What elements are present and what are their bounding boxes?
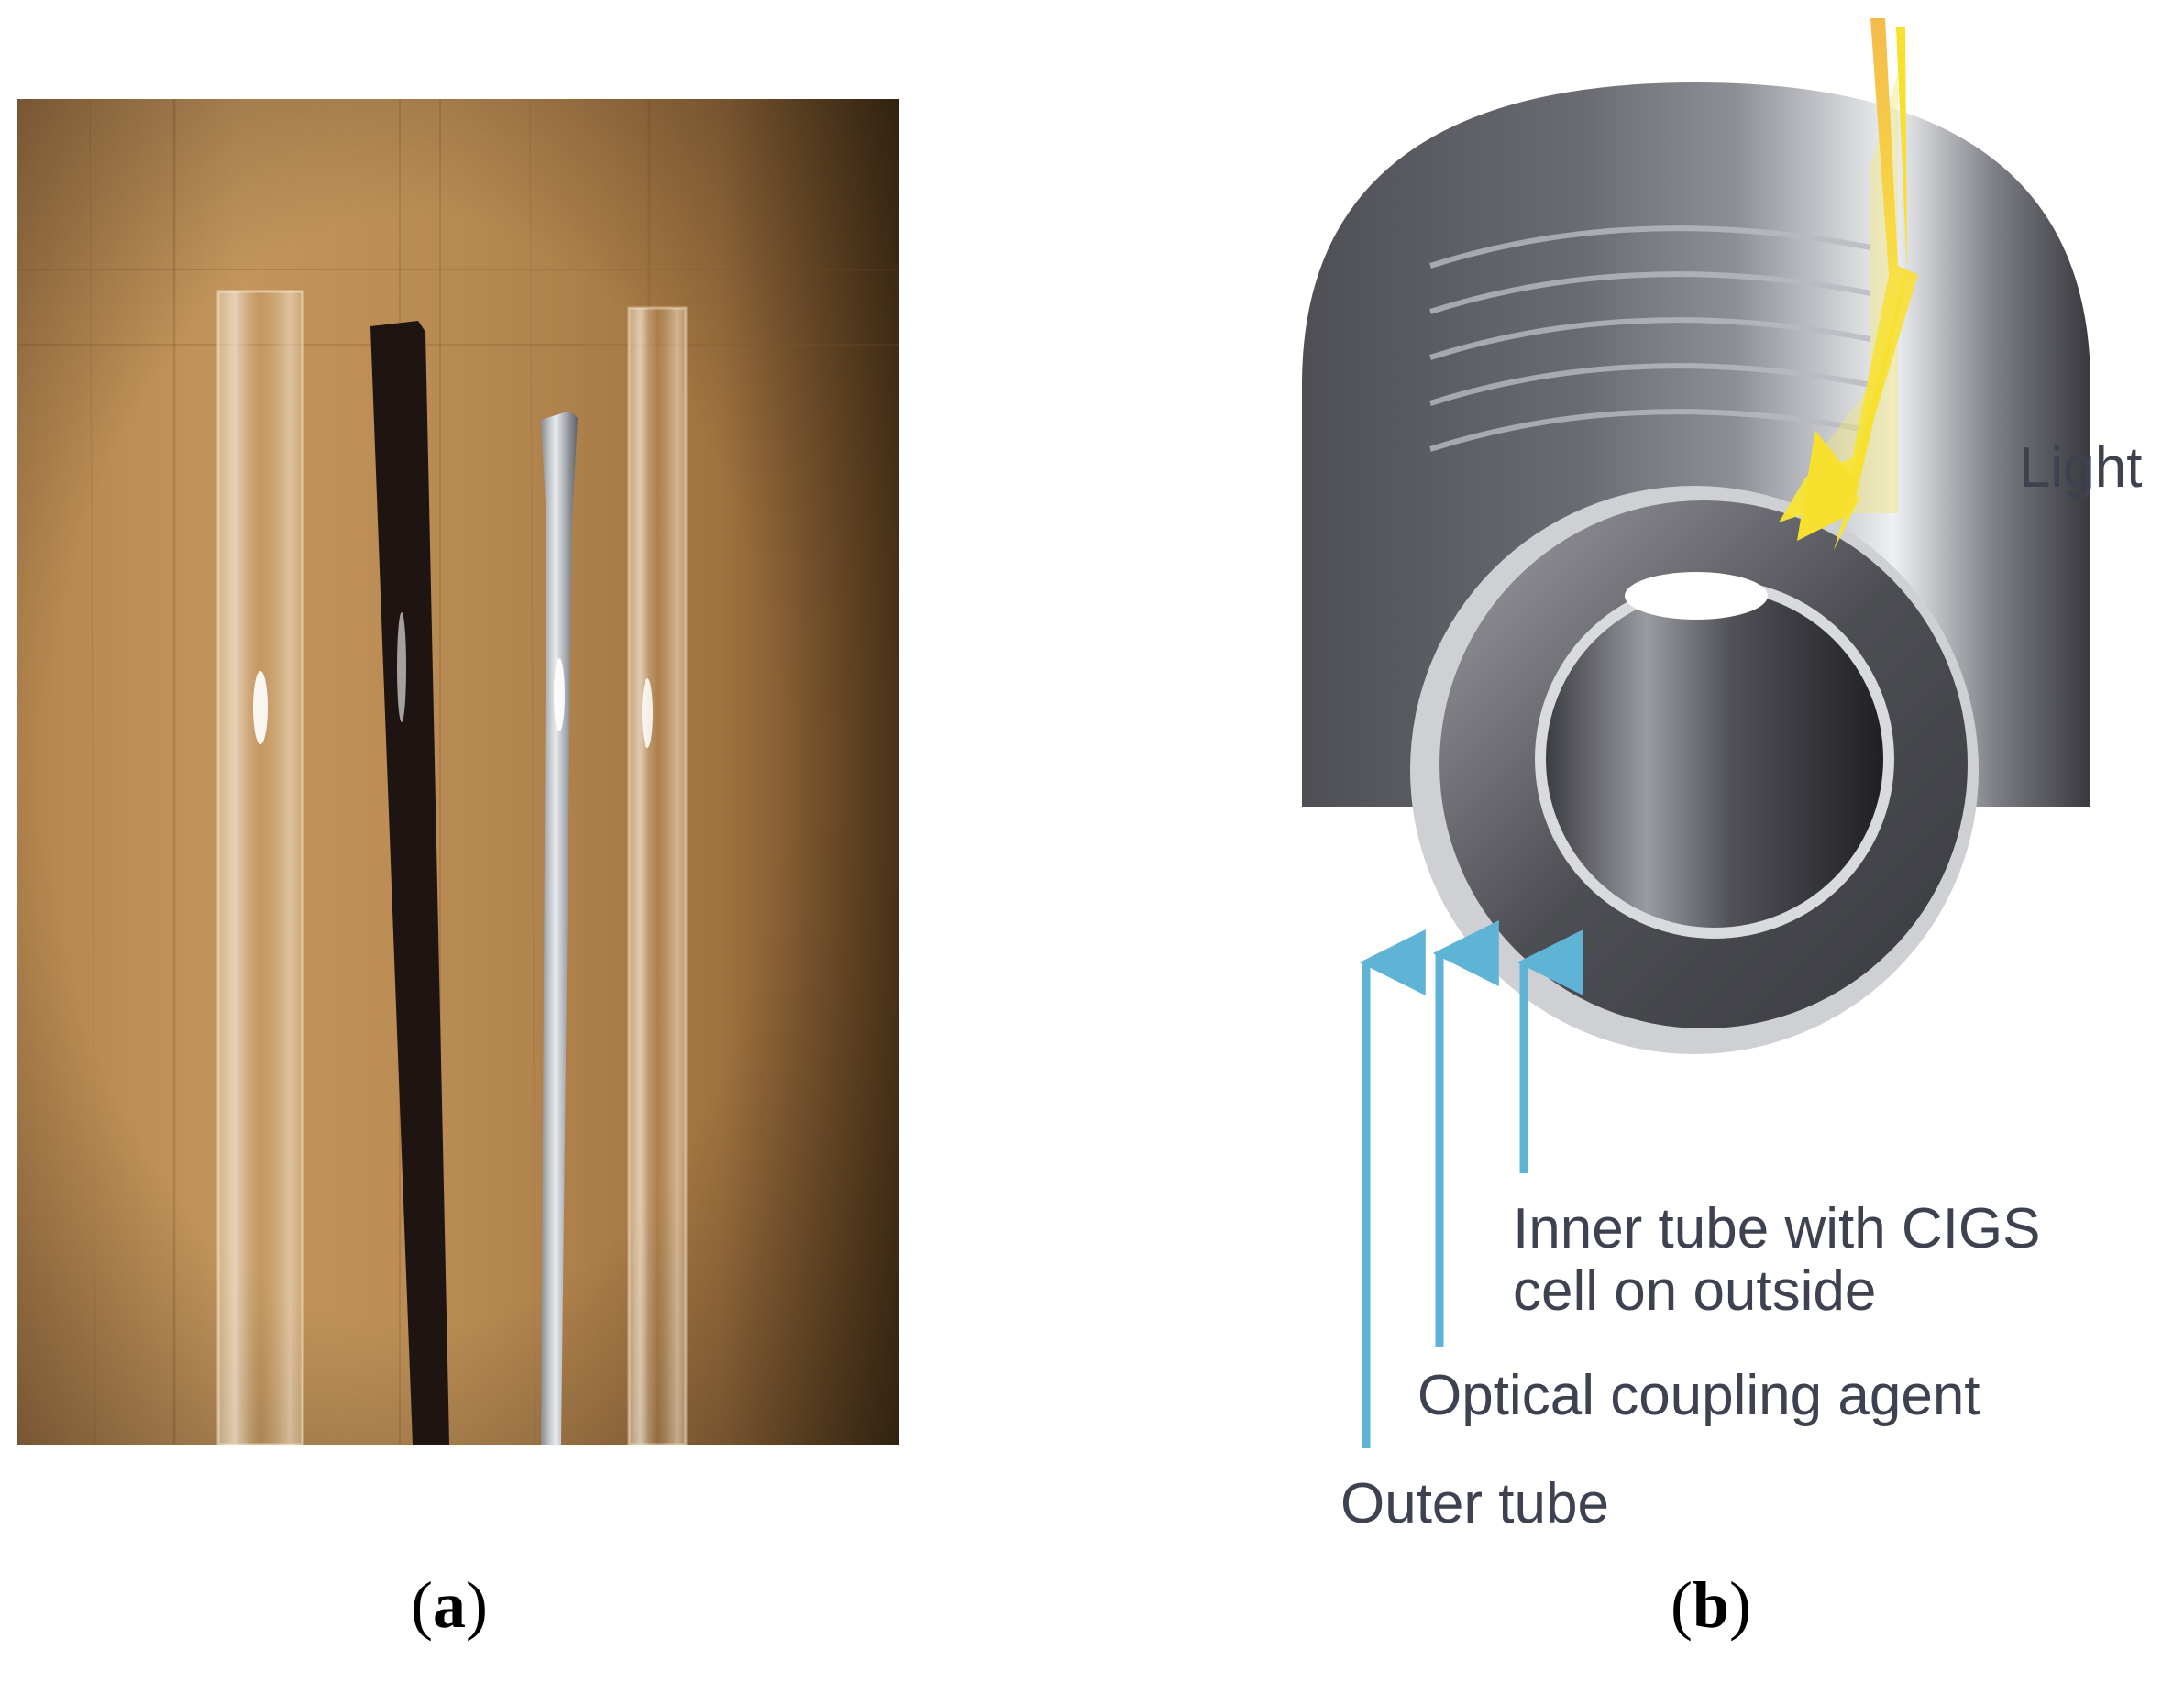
black-tube	[370, 321, 449, 1445]
panel-label-b: (b)	[1671, 1568, 1752, 1642]
glass-tube-left	[216, 290, 304, 1445]
label-inner-tube-line2: cell on outside	[1513, 1259, 1877, 1323]
glass-tube-right	[627, 306, 688, 1445]
tube-photograph	[17, 99, 899, 1445]
light-beam-icon	[1779, 18, 1918, 550]
metal-strip	[541, 411, 578, 1445]
label-coupling-agent: Optical coupling agent	[1417, 1364, 1980, 1427]
tube-cross-section-diagram	[1302, 18, 2090, 1448]
panel-label-a: (a)	[411, 1568, 488, 1642]
label-light: Light	[2019, 436, 2143, 500]
inner-tube-grooves	[1429, 225, 1871, 452]
inner-tube-bore	[1546, 590, 1883, 928]
label-inner-tube: Inner tube with CIGS	[1513, 1197, 2041, 1260]
label-outer-tube: Outer tube	[1340, 1472, 1609, 1535]
indicator-arrows	[1359, 920, 1583, 1448]
